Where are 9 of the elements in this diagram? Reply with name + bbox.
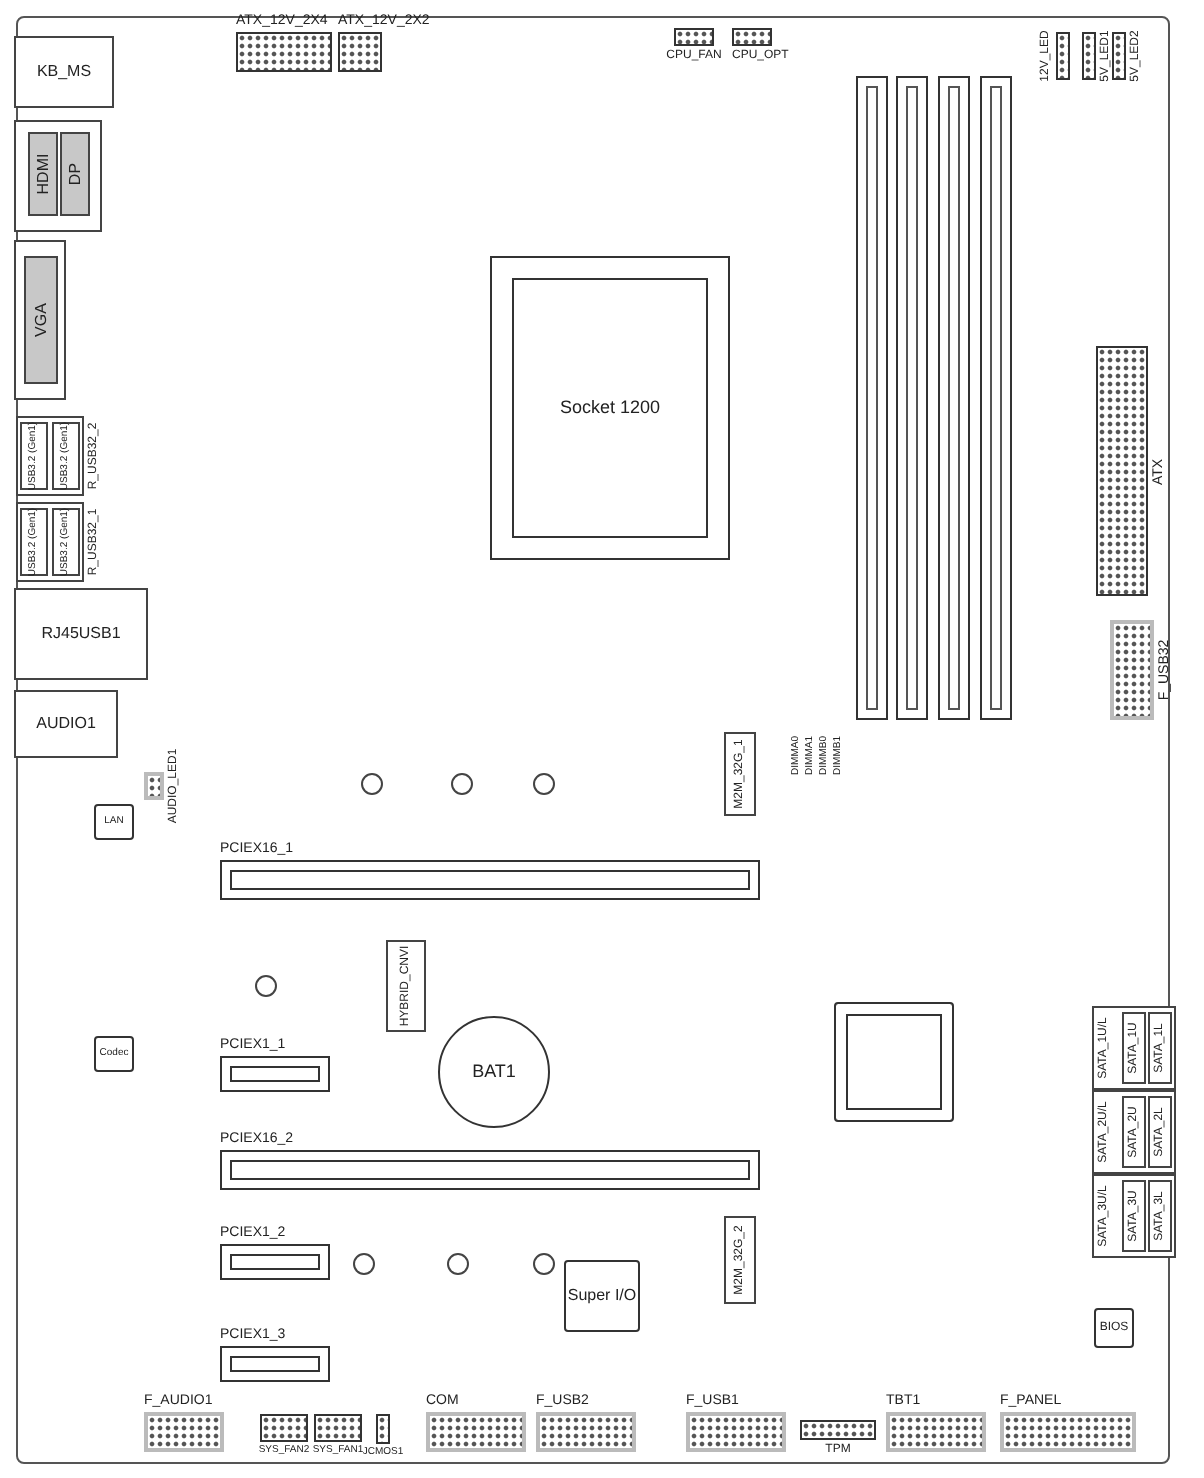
component-label: VGA [33, 303, 49, 337]
component-label: Super I/O [567, 1288, 637, 1304]
component-label: DP [67, 162, 83, 186]
component-label: RJ45USB1 [41, 626, 121, 642]
component-label: KB_MS [36, 64, 92, 80]
component-label: AUDIO1 [36, 716, 96, 732]
component-label: HDMI [35, 153, 51, 195]
component-label: Socket 1200 [559, 399, 661, 417]
component-label: BAT1 [472, 1063, 516, 1081]
